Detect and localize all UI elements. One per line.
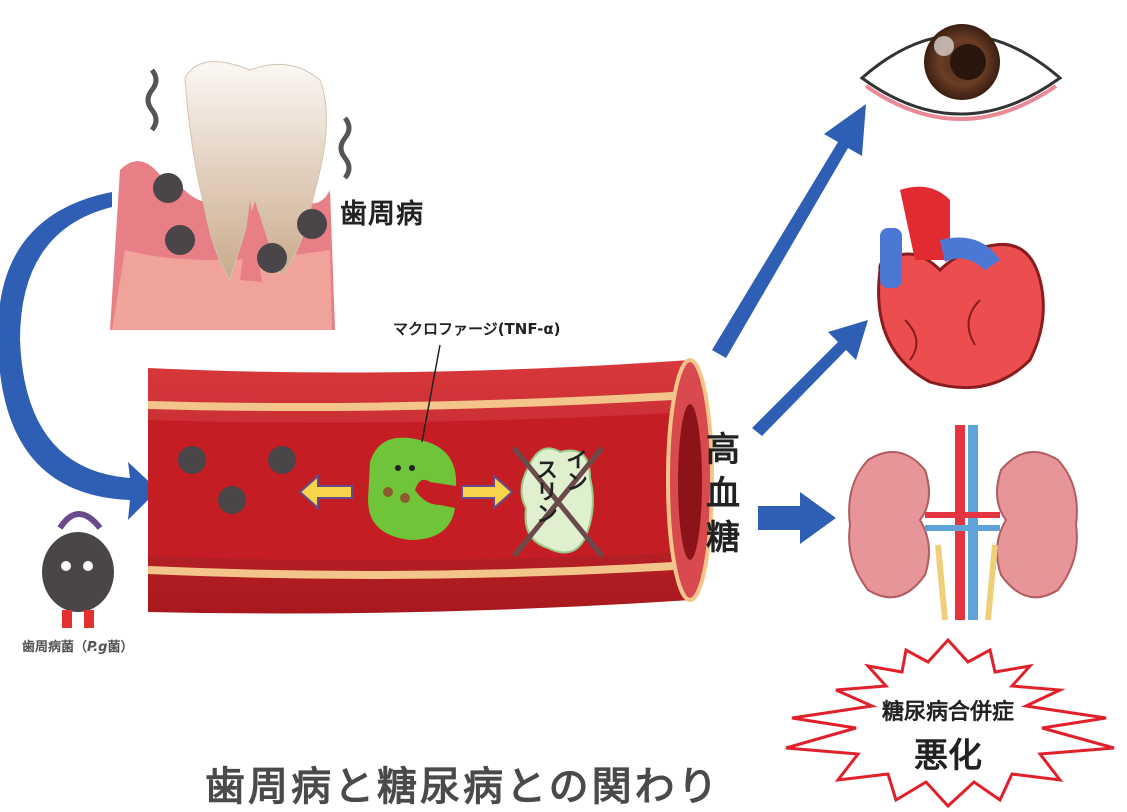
bacteria-label-suffix: 菌） bbox=[107, 640, 133, 655]
bacteria-label-prefix: 歯周病菌（ bbox=[22, 640, 87, 655]
bacteria-label-species: P.g bbox=[87, 640, 107, 655]
arrow-to-kidney-icon bbox=[758, 492, 836, 544]
bacteria-label: 歯周病菌（P.g菌） bbox=[22, 636, 133, 655]
worsening-label: 悪化 bbox=[838, 728, 1058, 777]
arrow-to-heart-icon bbox=[752, 320, 868, 436]
arrow-to-eye-icon bbox=[712, 104, 866, 358]
kidney-icon bbox=[849, 425, 1077, 620]
insulin-label-col1: イン bbox=[558, 448, 590, 492]
page-title: 歯周病と糖尿病との関わり bbox=[205, 754, 721, 812]
periodontitis-label: 歯周病 bbox=[340, 192, 424, 231]
eye-icon bbox=[862, 24, 1060, 119]
insulin-label: イン スリン bbox=[520, 448, 580, 558]
hyperglycemia-label: 高血糖 bbox=[700, 428, 746, 560]
insulin-label-col2: スリン bbox=[528, 458, 560, 524]
complication-label: 糖尿病合併症 bbox=[838, 694, 1058, 726]
heart-icon bbox=[879, 187, 1044, 388]
macrophage-label: マクロファージ(TNF-α) bbox=[393, 318, 561, 339]
tooth-icon bbox=[110, 62, 349, 330]
